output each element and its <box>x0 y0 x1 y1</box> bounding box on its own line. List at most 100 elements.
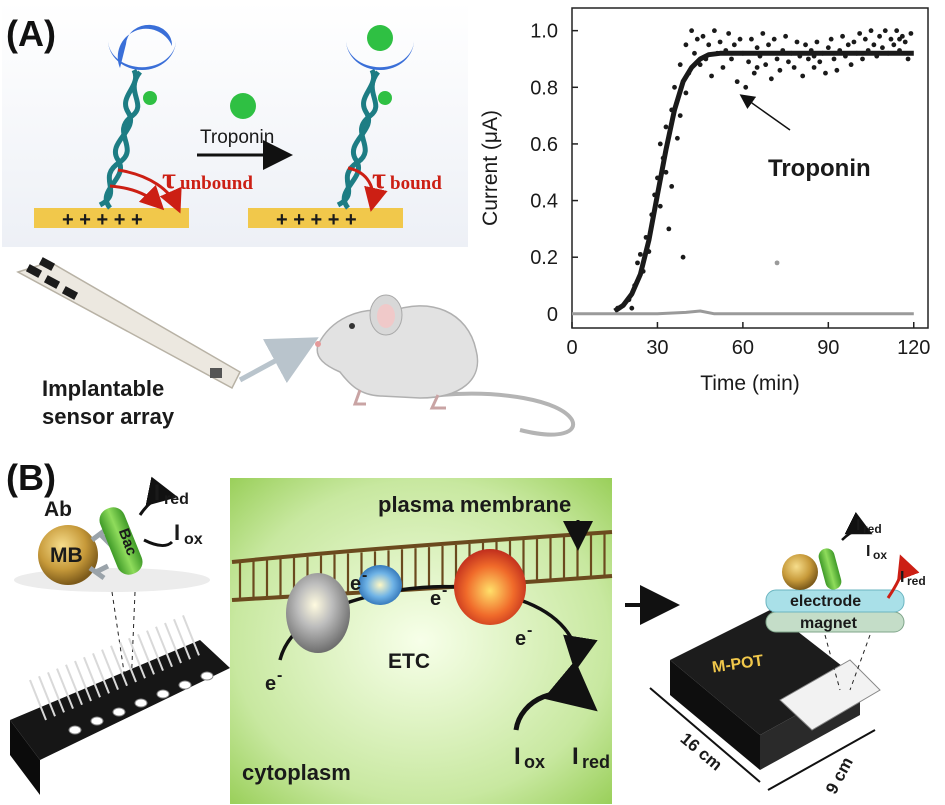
panel-a-label: (A) <box>6 13 56 54</box>
troponin-bound <box>367 25 393 51</box>
ab-label: Ab <box>44 498 72 521</box>
data-point <box>783 33 788 39</box>
data-point <box>905 56 911 62</box>
mouse-illustration <box>315 294 576 437</box>
mouse-ear-inner <box>377 304 395 328</box>
sensor-pad-1 <box>25 264 43 278</box>
data-point <box>800 73 806 79</box>
chip-finger <box>164 622 182 664</box>
device-slot <box>779 659 881 731</box>
iox-sub-cell: ox <box>524 752 545 772</box>
data-point <box>805 56 811 62</box>
data-point <box>891 42 897 48</box>
data-point <box>817 59 823 65</box>
data-point <box>811 65 817 70</box>
panel-a: (A) + + + + + τ unbound Troponin + + + +… <box>2 2 930 437</box>
data-point <box>683 42 689 48</box>
data-point <box>749 36 754 42</box>
cell-background <box>230 478 612 804</box>
mb-label: MB <box>50 544 83 567</box>
x-tick-label: 60 <box>732 337 754 359</box>
data-point <box>786 59 791 65</box>
data-point <box>746 59 751 65</box>
etc-schematic: plasma membrane e - e - e - e - ETC cyto… <box>230 478 613 804</box>
data-point <box>657 141 663 147</box>
data-point <box>766 42 771 48</box>
chart-annotation: Troponin <box>768 155 871 182</box>
data-point <box>882 28 888 34</box>
mouse-hind-paw <box>429 394 446 410</box>
implantable-sensor-array: Implantable sensor array <box>16 257 319 429</box>
electron-1-sup: - <box>362 567 367 584</box>
data-point <box>834 67 840 73</box>
data-point <box>794 39 800 45</box>
chip-well <box>112 707 126 717</box>
troponin-molecule <box>230 93 256 119</box>
data-point <box>706 42 712 48</box>
etc-label: ETC <box>388 650 430 673</box>
data-point <box>760 31 766 36</box>
chart-marks <box>572 28 914 316</box>
tau-unbound-sub: unbound <box>180 173 253 194</box>
data-point <box>825 45 831 51</box>
device-ired-i: I <box>856 517 860 534</box>
data-point <box>677 113 683 119</box>
chip-finger <box>155 626 173 668</box>
data-point <box>862 36 868 42</box>
x-tick-label: 90 <box>817 337 839 359</box>
data-point <box>754 45 760 51</box>
panel-b-label: (B) <box>6 457 56 498</box>
tau-symbol-right: τ <box>372 162 386 195</box>
y-tick-label: 1.0 <box>530 21 558 43</box>
data-point <box>672 84 677 90</box>
implant-arrow <box>238 337 319 384</box>
electrode-charges-right: + + + + + <box>276 209 357 231</box>
cytoplasm-label: cytoplasm <box>242 760 351 785</box>
redox-arc <box>513 660 598 731</box>
sensor-label-line2: sensor array <box>42 404 175 429</box>
tau-symbol-left: τ <box>162 162 176 195</box>
chip-finger <box>182 615 200 656</box>
antibody-shape <box>88 526 114 581</box>
data-point <box>666 226 672 232</box>
ired-sub: red <box>164 491 189 508</box>
chip-finger <box>146 630 164 671</box>
y-tick-label: 0.4 <box>530 191 558 213</box>
chip-finger <box>65 664 83 706</box>
data-point <box>720 65 726 70</box>
electron-3-sup: - <box>527 622 532 639</box>
fit-curve <box>613 50 914 314</box>
panel-b: (B) MB Ab Bac I red I ox <box>6 457 926 804</box>
device-ired-sub: red <box>863 522 882 536</box>
control-line <box>572 309 914 316</box>
dna-strand-right-b <box>336 70 381 208</box>
troponin-arrow-label: Troponin <box>200 127 274 148</box>
chip-well <box>178 680 192 690</box>
chip-side <box>10 720 40 795</box>
data-point <box>814 39 820 45</box>
data-point <box>888 36 894 42</box>
iox-arc <box>143 538 174 548</box>
sensor-pad-2 <box>43 275 61 289</box>
chart-annotation-arrow <box>739 94 791 131</box>
device-iox-sub: ox <box>873 548 887 562</box>
sensor-pad-3 <box>61 286 79 300</box>
data-point <box>700 33 706 39</box>
chip-well <box>134 698 148 708</box>
data-point <box>768 76 774 82</box>
data-point <box>777 67 783 73</box>
bacterium <box>99 507 143 575</box>
chip-finger <box>74 660 92 702</box>
data-point <box>726 31 732 36</box>
data-point <box>848 62 854 68</box>
mouse-front-paw <box>352 389 366 406</box>
dim-line-length <box>649 687 761 783</box>
bound-sensor: + + + + + τ bound <box>248 25 442 231</box>
data-point <box>692 50 697 56</box>
chip-finger <box>29 679 47 721</box>
data-point <box>635 260 640 266</box>
mouse-nose <box>315 341 321 347</box>
device-bead <box>782 554 818 590</box>
mouse-eye <box>349 323 355 329</box>
